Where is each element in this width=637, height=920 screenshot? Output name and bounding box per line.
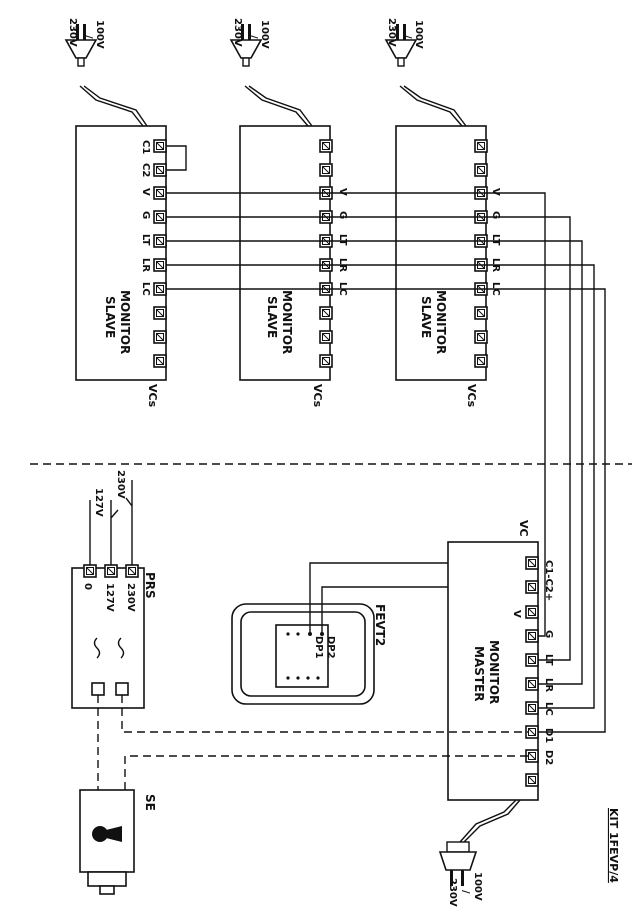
master-terminal-lc: LC: [543, 702, 554, 716]
terminal-label-lt: LT: [140, 234, 151, 246]
master-terminal-d2: D2: [543, 750, 554, 765]
bus-wires: [166, 192, 606, 733]
slave-title-line1: MONITOR: [434, 290, 448, 354]
prs-wire-label-127v: 127V: [93, 488, 104, 517]
slave-monitor-box: [75, 125, 167, 381]
keyhole-icon: [92, 826, 122, 842]
prs-terminal-230v: 230V: [125, 583, 136, 612]
wire-lt: [166, 240, 583, 685]
slave-monitor-box: [239, 125, 331, 381]
master-terminal-v: V: [511, 610, 522, 618]
master-terminal-d1: D1: [543, 728, 554, 743]
slave-monitor-2: 100V / 230V V G LT LR LC MONITOR SLAVE V…: [230, 18, 348, 408]
terminal-label-v: V: [337, 188, 348, 196]
wire-v: [166, 192, 546, 637]
plug-voltage-slash: /: [402, 35, 413, 39]
terminal-label-lt: LT: [490, 234, 501, 246]
plug-voltage-slash: /: [248, 35, 259, 39]
kit-title: KIT 1FEVP/4: [607, 808, 620, 883]
plug-voltage-bottom: 230V: [386, 18, 397, 47]
prs-label: PRS: [143, 572, 157, 599]
master-monitor-box: [447, 541, 539, 801]
master-title-line1: MONITOR: [487, 640, 501, 704]
master-terminal-lr: LR: [543, 678, 554, 692]
master-terminal-c1-c2: C1-C2+: [543, 560, 554, 601]
plug-voltage-bottom: 230V: [232, 18, 243, 47]
master-vc-label: VC: [517, 520, 530, 537]
se-electric-lock: SE: [79, 789, 157, 895]
prs-wire-label-230v: 230V: [115, 470, 126, 499]
fevt2-dp1-label: DP1: [313, 636, 324, 659]
slave-vcs-label: VCs: [465, 384, 478, 408]
plug-voltage-top: 100V: [472, 872, 483, 901]
wire-d2: [124, 755, 528, 790]
power-plug-icon: 100V / 230V: [438, 799, 521, 907]
wire-lr: [166, 264, 595, 709]
prs-terminal-0: 0: [82, 583, 93, 590]
slave-title-line1: MONITOR: [118, 290, 132, 354]
slave-title-line2: SLAVE: [103, 296, 117, 338]
wire-g: [166, 216, 571, 661]
se-lock-bolt: [87, 871, 127, 887]
terminal-label-g: G: [140, 211, 151, 219]
power-plug-icon: 100V / 230V: [385, 18, 467, 127]
terminal-label-v: V: [490, 188, 501, 196]
fevt2-module: [275, 624, 329, 688]
terminal-label-lt: LT: [337, 234, 348, 246]
terminal-label-lr: LR: [140, 258, 151, 272]
slave-vcs-label: VCs: [311, 384, 324, 408]
master-monitor: VC C1-C2+ V G LT LR LC D1 D2 MONITOR MAS…: [438, 520, 554, 907]
slave-vcs-label: VCs: [146, 384, 159, 408]
prs-power-supply: 127V 230V 0 127V 230V PRS: [71, 470, 157, 709]
plug-voltage-top: 100V: [413, 20, 424, 49]
prs-terminal-127v: 127V: [104, 583, 115, 612]
se-label: SE: [143, 794, 157, 811]
wire-lc: [166, 288, 606, 733]
power-plug-icon: 100V / 230V: [230, 18, 313, 127]
plug-voltage-bottom: 230V: [67, 18, 78, 47]
master-terminal-lt: LT: [543, 654, 554, 666]
master-terminal-g: G: [543, 630, 554, 638]
fevt2-label: FEVT2: [373, 604, 387, 646]
slave-monitor-1: 100V / 230V C1 C2 V G LT LR LC MONITOR S…: [65, 18, 187, 408]
plug-voltage-bottom: 230V: [447, 878, 458, 907]
slave-title-line1: MONITOR: [280, 290, 294, 354]
terminal-label-v: V: [140, 188, 151, 196]
terminal-label-lc: LC: [140, 282, 151, 296]
plug-voltage-top: 100V: [94, 20, 105, 49]
fevt2-door-panel: DP2 DP1 FEVT2: [231, 603, 387, 705]
slave-monitor-3: 100V / 230V V G LT LR LC MONITOR SLAVE V…: [385, 18, 501, 408]
terminal-label-c2: C2: [140, 163, 151, 177]
terminal-label-c1: C1: [140, 140, 151, 154]
prs-box: [71, 567, 145, 709]
plug-voltage-slash: /: [83, 35, 94, 39]
terminal-label-g: G: [337, 211, 348, 219]
ac-symbol-icon: [93, 637, 101, 659]
master-title-line2: MASTER: [472, 646, 486, 702]
plug-voltage-slash: /: [460, 890, 471, 894]
ac-symbol-icon: [117, 637, 125, 659]
bridge-c1-c2: [166, 145, 187, 171]
slave-monitor-box: [395, 125, 487, 381]
fevt2-dp2-label: DP2: [325, 636, 336, 659]
terminal-label-g: G: [490, 211, 501, 219]
power-plug-icon: 100V / 230V: [65, 18, 148, 127]
slave-title-line2: SLAVE: [419, 296, 433, 338]
plug-voltage-top: 100V: [259, 20, 270, 49]
slave-title-line2: SLAVE: [265, 296, 279, 338]
